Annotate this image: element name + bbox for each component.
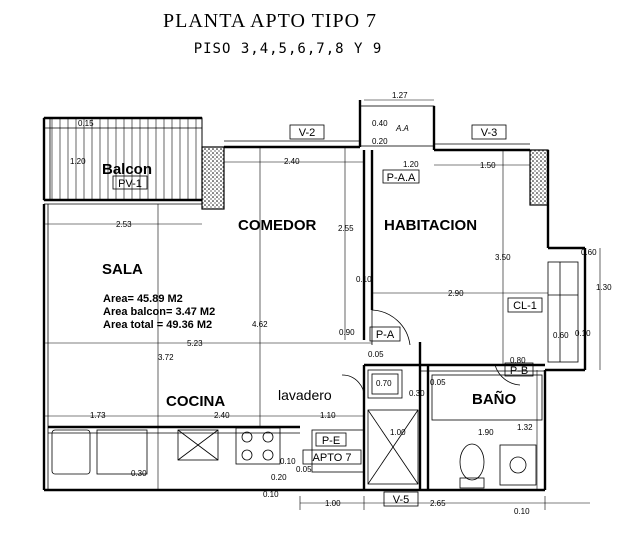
dim-0-10-c: 0.10 [514, 507, 530, 516]
tag-paa: P-A.A [387, 172, 416, 184]
exterior-walls [42, 100, 587, 492]
tag-cl1: CL-1 [513, 300, 537, 312]
dim-0-05-b: 0.05 [430, 378, 446, 387]
dim-1-90: 1.90 [478, 428, 494, 437]
room-label-sala: SALA [102, 261, 143, 278]
tag-v3: V-3 [481, 127, 498, 139]
dim-2-55: 2.55 [338, 224, 354, 233]
dim-1-20: 1.20 [70, 157, 86, 166]
dim-0-10-mid: 0.10 [356, 275, 372, 284]
dim-1-32: 1.32 [517, 423, 533, 432]
tag-v2: V-2 [299, 127, 316, 139]
dim-0-20-b: 0.20 [271, 473, 287, 482]
dim-0-60-b: 0.60 [553, 331, 569, 340]
dim-0-80: 0.80 [510, 356, 526, 365]
tag-v5: V-5 [393, 494, 410, 506]
door-swing-lavadero [341, 374, 365, 401]
dim-1-20-b: 1.20 [403, 160, 419, 169]
dim-2-40-top: 2.40 [284, 157, 300, 166]
dimension-lines [44, 99, 601, 510]
dim-0-05-a: 0.05 [368, 350, 384, 359]
bathroom-fixtures [431, 374, 543, 489]
dim-1-73: 1.73 [90, 411, 106, 420]
tag-pe: P-E [322, 435, 340, 447]
area-balcon: Area balcon= 3.47 M2 [103, 306, 215, 318]
room-label-lavadero: lavadero [278, 387, 332, 403]
tag-pv1: PV-1 [118, 178, 142, 190]
dim-0-70: 0.70 [376, 379, 392, 388]
area-total: Area total = 49.36 M2 [103, 319, 212, 331]
room-label-bano: BAÑO [472, 390, 516, 408]
dim-4-62: 4.62 [252, 320, 268, 329]
dim-1-27: 1.27 [392, 91, 408, 100]
room-label-cocina: COCINA [166, 393, 225, 410]
dim-2-90: 2.90 [448, 289, 464, 298]
dim-1-00-a: 1.00 [390, 428, 406, 437]
dim-3-72: 3.72 [158, 353, 174, 362]
kitchen-counter [48, 425, 365, 475]
tag-pa: P-A [376, 329, 395, 341]
dim-2-53: 2.53 [116, 220, 132, 229]
plan-subtitle: PISO 3,4,5,6,7,8 Y 9 [194, 41, 383, 57]
dim-1-50: 1.50 [480, 161, 496, 170]
dim-5-23: 5.23 [187, 339, 203, 348]
room-label-balcon: Balcon [102, 161, 152, 178]
balcony [42, 116, 203, 201]
dim-0-20: 0.20 [372, 137, 388, 146]
dim-0-05-c: 0.05 [296, 465, 312, 474]
dim-3-50: 3.50 [495, 253, 511, 262]
column-left [201, 146, 225, 210]
dim-0-90: 0.90 [339, 328, 355, 337]
dim-0-30-b: 0.30 [131, 469, 147, 478]
plan-title: PLANTA APTO TIPO 7 [163, 10, 377, 32]
dim-0-10-a: 0.10 [280, 457, 296, 466]
laundry-fixtures [367, 369, 419, 485]
area-main: Area= 45.89 M2 [103, 293, 183, 305]
door-swing-pb [494, 364, 521, 386]
room-label-comedor: COMEDOR [238, 217, 317, 234]
dim-1-30: 1.30 [596, 283, 612, 292]
dim-1-10: 1.10 [320, 411, 336, 420]
room-label-habitacion: HABITACION [384, 217, 477, 234]
column-right [529, 149, 549, 206]
closet-cl1 [547, 261, 579, 363]
dim-0-40: 0.40 [372, 119, 388, 128]
door-swing-pa [371, 309, 411, 346]
dim-2-65: 2.65 [430, 499, 446, 508]
tag-pb: P-B [510, 365, 528, 377]
dim-0-30-a: 0.30 [409, 389, 425, 398]
interior-walls [362, 150, 545, 490]
dim-0-60-r: 0.60 [581, 248, 597, 257]
tag-apto: APTO 7 [313, 452, 352, 464]
dim-0-15: 0.15 [78, 119, 94, 128]
dim-1-00-b: 1.00 [325, 499, 341, 508]
dim-0-10-r: 0.10 [575, 329, 591, 338]
dim-2-40-b: 2.40 [214, 411, 230, 420]
tag-aa: A.A [395, 124, 409, 133]
dim-0-10-b: 0.10 [263, 490, 279, 499]
